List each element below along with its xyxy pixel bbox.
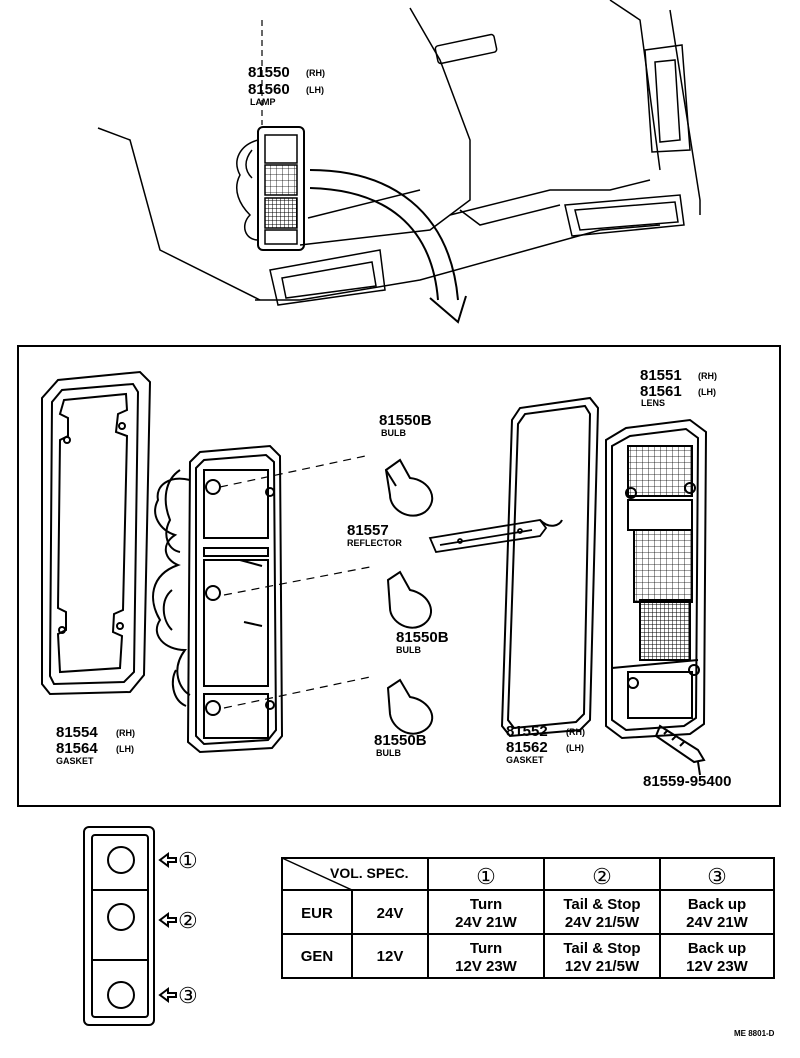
reflector-part-number: 81557 — [347, 522, 389, 539]
position-3-socket — [107, 981, 135, 1009]
arrow-left-icon — [158, 912, 177, 928]
lens-part-number-rh: 81551 — [640, 367, 682, 384]
gasket-right-drawing — [500, 396, 600, 738]
table-row-eur-c3-function: Back up — [688, 896, 746, 913]
table-row-eur-c2-rating: 24V 21/5W — [565, 914, 640, 931]
gasket-right-rh-tag: (RH) — [566, 727, 585, 737]
gasket-left-drawing — [41, 370, 152, 696]
lamp-part-number-rh: 81550 — [248, 64, 290, 81]
detail-frame — [17, 345, 781, 807]
table-col-3-header: ③ — [707, 864, 727, 889]
lamp-housing-drawing — [152, 444, 284, 754]
table-row-eur-voltage: 24V — [377, 905, 404, 922]
table-row-eur-c1-function: Turn — [470, 896, 502, 913]
arrow-left-icon — [158, 987, 177, 1003]
table-col-1-header: ① — [476, 864, 496, 889]
bulb-mid-name: BULB — [396, 645, 421, 655]
position-key — [83, 826, 177, 1026]
vehicle-rear-illustration — [97, 0, 701, 324]
position-3-label: ③ — [178, 983, 198, 1008]
position-1-socket — [107, 846, 135, 874]
gasket-right-part-number-rh: 81552 — [506, 723, 548, 740]
gasket-left-lh-tag: (LH) — [116, 744, 134, 754]
bulb-mid-drawing — [223, 566, 432, 629]
gasket-right-label: 81552 (RH) 81562 (LH) GASKET — [506, 723, 585, 765]
reflector-name: REFLECTOR — [347, 538, 402, 548]
bulb-bottom-drawing — [223, 676, 434, 735]
lens-part-number-lh: 81561 — [640, 383, 682, 400]
lens-rh-tag: (RH) — [698, 371, 717, 381]
lens-drawing — [605, 418, 708, 740]
bulb-top-name: BULB — [381, 428, 406, 438]
gasket-right-name: GASKET — [506, 755, 544, 765]
bulb-bottom-part-number: 81550B — [374, 732, 427, 749]
table-row-gen-voltage: 12V — [377, 948, 404, 965]
reflector-drawing — [428, 519, 548, 553]
spec-table: VOL. SPEC. ① ② ③ EUR 24V Turn 24V 21W Ta… — [281, 857, 775, 979]
bulb-mid-label: 81550B BULB — [396, 629, 449, 655]
lens-lh-tag: (LH) — [698, 387, 716, 397]
table-row-eur-c1-rating: 24V 21W — [455, 914, 518, 931]
table-row-eur-region: EUR — [301, 905, 333, 922]
gasket-left-part-number-rh: 81554 — [56, 724, 98, 741]
lamp-part-number-lh: 81560 — [248, 81, 290, 98]
position-2-socket — [107, 903, 135, 931]
table-row-gen-c3-rating: 12V 23W — [686, 958, 749, 975]
gasket-left-part-number-lh: 81564 — [56, 740, 98, 757]
screw-drawing — [654, 724, 706, 776]
gasket-left-rh-tag: (RH) — [116, 728, 135, 738]
table-row-eur-c2-function: Tail & Stop — [563, 896, 640, 913]
gasket-right-lh-tag: (LH) — [566, 743, 584, 753]
reflector-label: 81557 REFLECTOR — [347, 522, 402, 548]
table-row-eur-c3-rating: 24V 21W — [686, 914, 749, 931]
gasket-left-name: GASKET — [56, 756, 94, 766]
table-row-gen-c1-function: Turn — [470, 940, 502, 957]
table-row-gen-c3-function: Back up — [688, 940, 746, 957]
table-row-gen-c1-rating: 12V 23W — [455, 958, 518, 975]
position-1-label: ① — [178, 848, 198, 873]
bulb-top-part-number: 81550B — [379, 412, 432, 429]
bulb-bottom-name: BULB — [376, 748, 401, 758]
table-row-gen-c2-function: Tail & Stop — [563, 940, 640, 957]
table-row-gen-region: GEN — [301, 948, 334, 965]
footer-code: ME 8801-D — [734, 1029, 775, 1038]
gasket-left-label: 81554 (RH) 81564 (LH) GASKET — [56, 724, 135, 766]
bulb-top-label: 81550B BULB — [379, 412, 432, 438]
arrow-left-icon — [158, 852, 177, 868]
bulb-mid-part-number: 81550B — [396, 629, 449, 646]
lamp-name: LAMP — [250, 97, 276, 107]
lamp-rh-tag: (RH) — [306, 68, 325, 78]
lamp-lh-tag: (LH) — [306, 85, 324, 95]
bulb-bottom-label: 81550B BULB — [374, 732, 427, 758]
bulb-top-drawing — [219, 454, 434, 517]
table-row-gen-c2-rating: 12V 21/5W — [565, 958, 640, 975]
table-col-2-header: ② — [592, 864, 612, 889]
gasket-right-part-number-lh: 81562 — [506, 739, 548, 756]
table-header-vol-spec: VOL. SPEC. — [330, 865, 409, 881]
screw-part-number: 81559-95400 — [643, 773, 731, 790]
lens-label: 81551 (RH) 81561 (LH) LENS — [640, 367, 717, 408]
lens-name: LENS — [641, 398, 665, 408]
position-2-label: ② — [178, 908, 198, 933]
lamp-label: 81550 (RH) 81560 (LH) LAMP — [248, 64, 325, 107]
